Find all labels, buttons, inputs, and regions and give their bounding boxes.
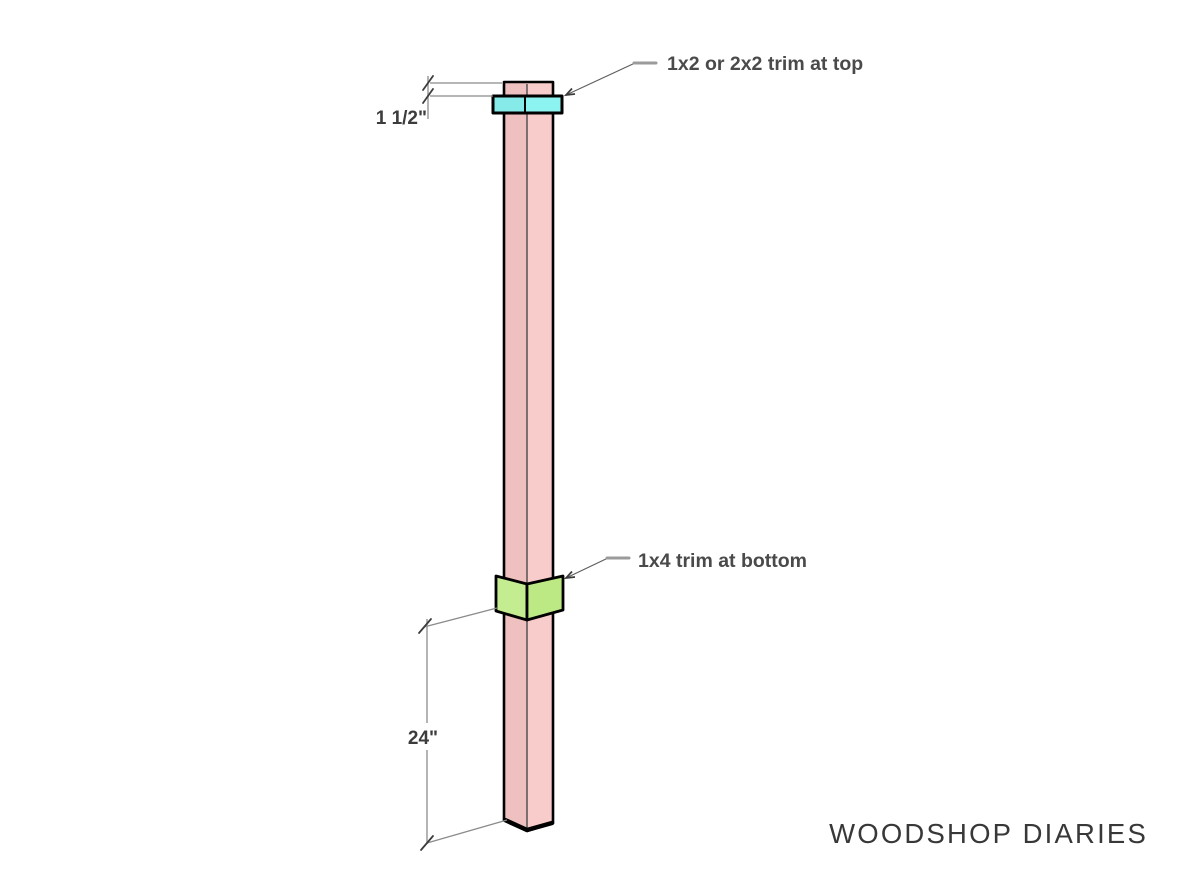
post-bottom-edge — [502, 817, 555, 833]
dimension-top: 1 1/2" — [376, 75, 502, 129]
dimension-tick-icon — [422, 88, 434, 104]
post-right-face — [527, 82, 553, 830]
leader-line — [565, 62, 636, 96]
arrowhead-icon — [563, 87, 576, 97]
dimension-bottom: 24" — [402, 607, 508, 851]
bottom-trim-band — [494, 574, 565, 622]
leader-bottom-trim: 1x4 trim at bottom — [563, 550, 807, 580]
dimension-bottom-value: 24" — [408, 728, 438, 749]
dimension-tick-icon — [422, 75, 434, 91]
watermark-woodshop-diaries: WOODSHOP DIARIES — [829, 818, 1148, 849]
post — [502, 80, 555, 833]
bottom-trim-right-face — [525, 574, 565, 622]
bottom-trim-left-face — [494, 574, 529, 622]
dimension-text-mask — [402, 723, 446, 750]
top-trim-right-face — [525, 96, 562, 113]
dimension-tick-icon — [418, 618, 432, 634]
dimension-top-value: 1 1/2" — [376, 108, 427, 129]
extension-line — [426, 819, 508, 844]
leader-line — [565, 557, 609, 579]
extension-line — [423, 607, 498, 628]
top-trim-band — [491, 94, 564, 115]
top-trim-left-face — [493, 96, 525, 113]
leader-top-trim: 1x2 or 2x2 trim at top — [563, 53, 863, 97]
dimension-tick-icon — [420, 835, 434, 851]
label-bottom-trim: 1x4 trim at bottom — [638, 550, 807, 572]
arrowhead-icon — [563, 570, 576, 580]
post-left-face — [504, 82, 527, 830]
label-top-trim: 1x2 or 2x2 trim at top — [667, 53, 863, 75]
top-trim-outline — [491, 94, 564, 115]
